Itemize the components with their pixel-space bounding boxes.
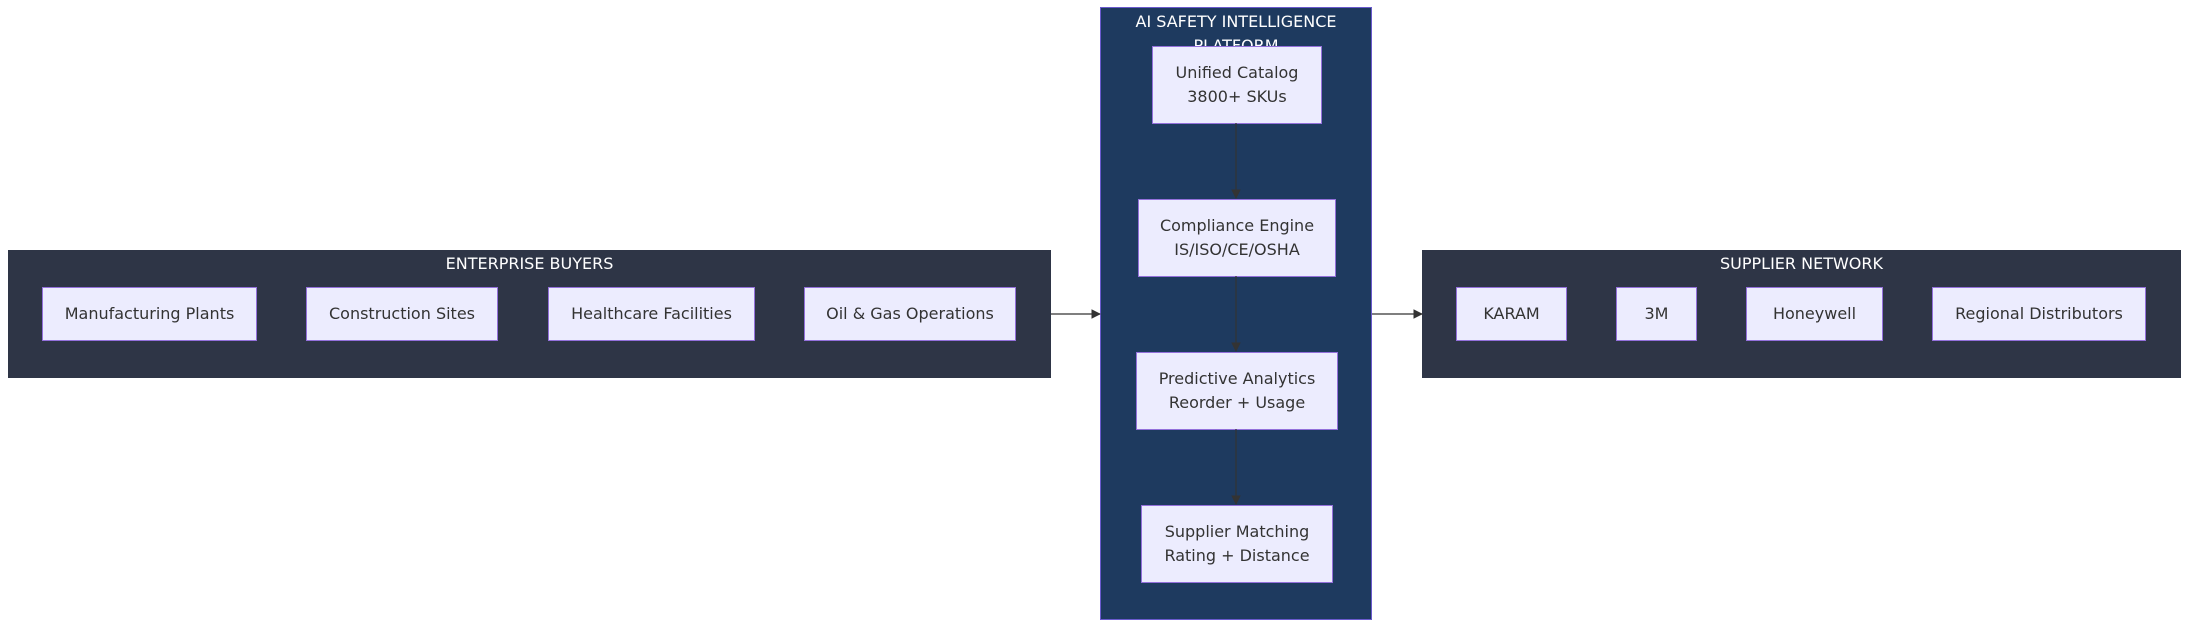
ai-safety-platform-title: AI SAFETY INTELLIGENCE PLATFORM	[1135, 12, 1337, 48]
node-oil-gas-operations[interactable]: Oil & Gas Operations	[804, 287, 1016, 341]
enterprise-buyers-title: ENTERPRISE BUYERS	[445, 254, 614, 273]
ai-safety-platform-group: AI SAFETY INTELLIGENCE PLATFORM Unified …	[1100, 7, 1372, 620]
node-label-line2: IS/ISO/CE/OSHA	[1174, 240, 1300, 259]
node-manufacturing-plants[interactable]: Manufacturing Plants	[42, 287, 257, 341]
node-label-line2: 3800+ SKUs	[1187, 87, 1287, 106]
node-healthcare-facilities[interactable]: Healthcare Facilities	[548, 287, 755, 341]
node-honeywell[interactable]: Honeywell	[1746, 287, 1883, 341]
node-label: Honeywell	[1772, 304, 1857, 323]
node-label: 3M	[1644, 304, 1669, 323]
node-compliance-engine[interactable]: Compliance Engine IS/ISO/CE/OSHA	[1138, 199, 1336, 277]
node-label: Manufacturing Plants	[64, 304, 235, 323]
node-karam[interactable]: KARAM	[1456, 287, 1567, 341]
supplier-network-title: SUPPLIER NETWORK	[1720, 254, 1883, 273]
node-label-line2: Reorder + Usage	[1168, 393, 1306, 412]
node-construction-sites[interactable]: Construction Sites	[306, 287, 498, 341]
node-unified-catalog[interactable]: Unified Catalog 3800+ SKUs	[1152, 46, 1322, 124]
node-supplier-matching[interactable]: Supplier Matching Rating + Distance	[1141, 505, 1333, 583]
supplier-network-group: SUPPLIER NETWORK KARAM 3M Honeywell Regi…	[1422, 250, 2181, 378]
node-label: Healthcare Facilities	[571, 304, 732, 323]
node-label-line1: Compliance Engine	[1159, 216, 1315, 235]
node-label: KARAM	[1483, 304, 1540, 323]
node-predictive-analytics[interactable]: Predictive Analytics Reorder + Usage	[1136, 352, 1338, 430]
enterprise-buyers-group: ENTERPRISE BUYERS Manufacturing Plants C…	[8, 250, 1051, 378]
node-label-line1: Unified Catalog	[1175, 63, 1299, 82]
node-3m[interactable]: 3M	[1616, 287, 1697, 341]
node-regional-distributors[interactable]: Regional Distributors	[1932, 287, 2146, 341]
node-label-line1: Predictive Analytics	[1158, 369, 1316, 388]
node-label: Oil & Gas Operations	[826, 304, 994, 323]
node-label-line1: Supplier Matching	[1164, 522, 1310, 541]
node-label: Regional Distributors	[1955, 304, 2123, 323]
node-label-line2: Rating + Distance	[1164, 546, 1310, 565]
node-label: Construction Sites	[328, 304, 475, 323]
